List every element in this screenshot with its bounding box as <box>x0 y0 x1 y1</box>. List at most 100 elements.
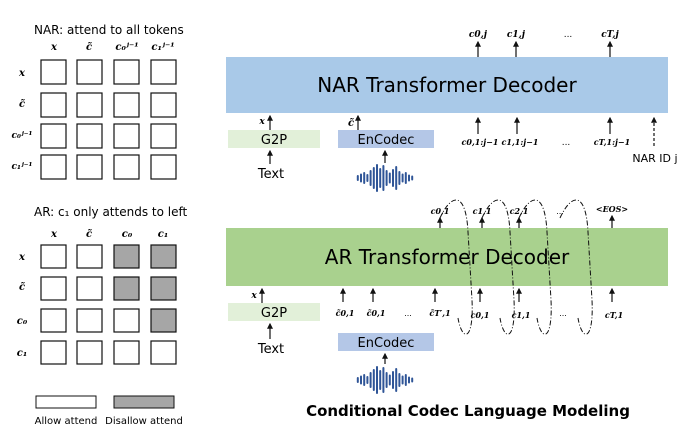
nar-col-label-c0: c₀ʲ⁻¹ <box>115 42 138 53</box>
ar-matrix-cell-r1-c2 <box>113 276 140 301</box>
nar-row-label-x: x <box>18 68 26 79</box>
nar-output-ellipsis: ... <box>564 30 573 40</box>
ar-matrix-cell-r3-c1 <box>76 340 103 365</box>
nar-encodec-box <box>338 130 434 148</box>
nar-input-cT: cT,1:j−1 <box>594 137 630 147</box>
nar-audio-waveform-icon <box>356 164 414 192</box>
ar-matrix-cell-r3-c0 <box>40 340 67 365</box>
nar-x-label: x <box>258 117 265 127</box>
ar-attention-panel: AR: c₁ only attends to left x c̃ c₀ c₁ x… <box>17 205 187 365</box>
ar-matrix-cell-r2-c0 <box>40 308 67 333</box>
diagram-caption: Conditional Codec Language Modeling <box>306 402 630 420</box>
nar-id-label: NAR ID j <box>632 152 677 165</box>
ar-feedback-loop-4 <box>559 199 593 335</box>
ar-matrix-cell-r1-c1 <box>76 276 103 301</box>
nar-matrix-cell-r2-c3 <box>150 123 177 149</box>
nar-decoder-label: NAR Transformer Decoder <box>317 73 577 97</box>
ar-matrix-title: AR: c₁ only attends to left <box>34 205 187 219</box>
nar-input-c0: c0,1:j−1 <box>462 137 499 147</box>
ar-encodec-box <box>338 333 434 351</box>
ar-feedback-loop-3 <box>518 199 552 335</box>
nar-c-tilde-label: c̃ <box>348 118 354 129</box>
ar-audio-waveform-icon <box>356 366 414 394</box>
ar-matrix-cell-r0-c2 <box>113 244 140 269</box>
ar-feedback-loop-1 <box>439 199 473 335</box>
ar-input-ctilde0: c̃0,1 <box>336 308 355 318</box>
legend-disallow-label: Disallow attend <box>105 416 183 427</box>
ar-input-ctildeT: c̃T′,1 <box>429 308 450 318</box>
ar-input-ellipsis-2: ... <box>559 309 567 318</box>
ar-x-label: x <box>250 291 257 301</box>
ar-col-label-c0: c₀ <box>122 229 133 240</box>
ar-row-label-c0: c₀ <box>17 316 28 327</box>
nar-row-label-c0: c₀ʲ⁻¹ <box>12 131 33 141</box>
nar-col-label-c1: c₁ʲ⁻¹ <box>151 42 174 53</box>
nar-row-label-c-tilde: c̃ <box>19 99 25 110</box>
ar-matrix-cell-r0-c1 <box>76 244 103 269</box>
nar-matrix-cell-r3-c1 <box>76 154 103 180</box>
nar-input-ellipsis: ... <box>562 138 571 148</box>
nar-encodec-label: EnCodec <box>358 133 415 148</box>
nar-transformer-decoder <box>226 57 668 113</box>
nar-matrix-cell-r1-c0 <box>40 92 67 118</box>
nar-col-label-x: x <box>50 42 58 53</box>
ar-section: c0,1 c1,1 c2,1 ... <EOS> AR Transformer … <box>226 199 668 420</box>
nar-matrix-title: NAR: attend to all tokens <box>34 23 184 37</box>
ar-matrix-cell-r0-c3 <box>150 244 177 269</box>
ar-encodec-label: EnCodec <box>358 336 415 351</box>
nar-output-cT: cT,j <box>601 30 619 40</box>
nar-matrix-cell-r1-c1 <box>76 92 103 118</box>
nar-g2p-label: G2P <box>261 133 287 148</box>
legend-allow-swatch <box>35 395 97 409</box>
ar-input-ctilde1: c̃0,1 <box>367 308 386 318</box>
ar-col-label-c1: c₁ <box>158 229 168 240</box>
ar-matrix-cell-r1-c0 <box>40 276 67 301</box>
ar-matrix-cell-r1-c3 <box>150 276 177 301</box>
ar-output-c2: c2,1 <box>510 206 529 216</box>
ar-matrix-row-labels: x c̃ c₀ c₁ <box>17 252 28 359</box>
ar-output-c1: c1,1 <box>473 206 492 216</box>
ar-g2p-box <box>228 303 320 321</box>
nar-matrix-cell-r3-c2 <box>113 154 140 180</box>
nar-matrix-cell-r0-c1 <box>76 59 103 85</box>
nar-matrix-cell-r0-c2 <box>113 59 140 85</box>
ar-input-ellipsis-1: ... <box>404 309 412 318</box>
nar-matrix-cell-r0-c3 <box>150 59 177 85</box>
nar-matrix-grid <box>40 59 177 180</box>
ar-matrix-cell-r2-c2 <box>113 308 140 333</box>
ar-matrix-cell-r3-c3 <box>150 340 177 365</box>
nar-matrix-col-labels: x c̃ c₀ʲ⁻¹ c₁ʲ⁻¹ <box>50 42 175 53</box>
nar-output-c1: c1,j <box>507 30 526 40</box>
ar-input-cT: cT,1 <box>605 310 623 320</box>
ar-transformer-decoder <box>226 228 668 286</box>
ar-input-c0: c0,1 <box>471 310 490 320</box>
ar-feedback-loop-2 <box>481 199 515 335</box>
ar-matrix-col-labels: x c̃ c₀ c₁ <box>50 229 168 240</box>
nar-row-label-c1: c₁ʲ⁻¹ <box>12 162 33 172</box>
legend-allow-label: Allow attend <box>35 416 98 427</box>
ar-matrix-grid <box>40 244 177 365</box>
nar-attention-panel: NAR: attend to all tokens x c̃ c₀ʲ⁻¹ c₁ʲ… <box>12 23 184 180</box>
nar-section: c0,j c1,j ... cT,j NAR Transformer Decod… <box>226 30 678 192</box>
ar-output-ellipsis: ... <box>556 207 564 216</box>
nar-matrix-cell-r2-c2 <box>113 123 140 149</box>
nar-matrix-cell-r1-c3 <box>150 92 177 118</box>
ar-row-label-c-tilde: c̃ <box>19 282 25 293</box>
nar-g2p-box <box>228 130 320 148</box>
nar-matrix-row-labels: x c̃ c₀ʲ⁻¹ c₁ʲ⁻¹ <box>12 68 33 172</box>
ar-decoder-label: AR Transformer Decoder <box>325 245 570 269</box>
legend-disallow-swatch <box>113 395 175 409</box>
nar-matrix-cell-r3-c3 <box>150 154 177 180</box>
nar-matrix-cell-r3-c0 <box>40 154 67 180</box>
ar-matrix-cell-r2-c1 <box>76 308 103 333</box>
nar-matrix-cell-r2-c1 <box>76 123 103 149</box>
nar-matrix-cell-r1-c2 <box>113 92 140 118</box>
attention-legend: Allow attend Disallow attend <box>35 395 183 427</box>
nar-matrix-cell-r2-c0 <box>40 123 67 149</box>
ar-input-c1: c1,1 <box>512 310 531 320</box>
ar-matrix-cell-r3-c2 <box>113 340 140 365</box>
ar-row-label-c1: c₁ <box>17 348 27 359</box>
ar-output-eos: <EOS> <box>596 204 628 214</box>
ar-row-label-x: x <box>18 252 26 263</box>
